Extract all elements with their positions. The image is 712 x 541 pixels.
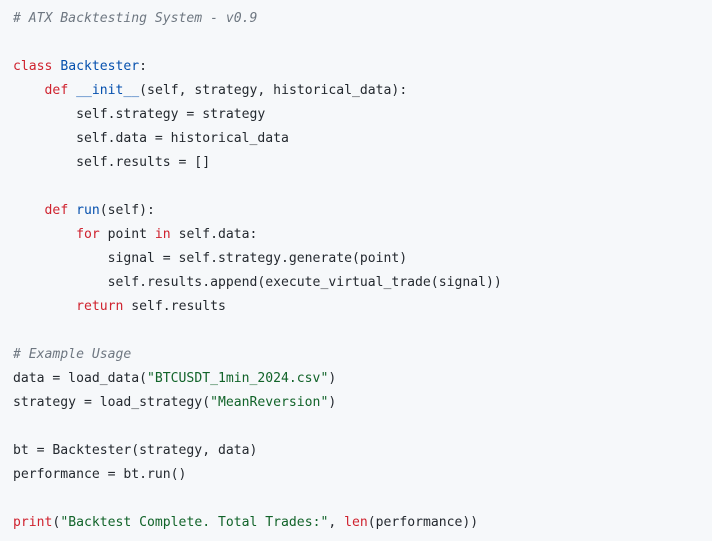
- code-token: [13, 299, 76, 314]
- code-line: [13, 175, 699, 199]
- code-line: # ATX Backtesting System - v0.9: [13, 7, 699, 31]
- code-token: strategy = load_strategy(: [13, 395, 211, 410]
- code-token: self.data:: [170, 227, 258, 242]
- code-token: for: [76, 227, 100, 242]
- code-token: ,: [328, 515, 345, 530]
- code-line: [13, 319, 699, 343]
- code-token: [68, 203, 76, 218]
- code-token: bt = Backtester(strategy, data): [13, 443, 258, 458]
- code-token: # Example Usage: [13, 347, 132, 362]
- code-token: data = load_data(: [13, 371, 148, 386]
- code-token: [68, 83, 76, 98]
- code-token: len: [344, 515, 368, 530]
- code-token: in: [154, 227, 171, 242]
- code-line: strategy = load_strategy("MeanReversion"…: [13, 391, 699, 415]
- code-token: (self, strategy, historical_data):: [139, 83, 408, 98]
- code-line: [13, 415, 699, 439]
- code-token: :: [139, 59, 148, 74]
- code-token: class: [13, 59, 53, 74]
- code-token: [13, 83, 45, 98]
- code-line: self.strategy = strategy: [13, 103, 699, 127]
- code-line: self.results = []: [13, 151, 699, 175]
- code-token: # ATX Backtesting System - v0.9: [13, 11, 258, 26]
- code-line: self.data = historical_data: [13, 127, 699, 151]
- code-token: ): [328, 371, 337, 386]
- code-token: [13, 203, 45, 218]
- code-token: self.data = historical_data: [13, 131, 289, 146]
- code-token: print: [13, 515, 53, 530]
- code-line: def __init__(self, strategy, historical_…: [13, 79, 699, 103]
- code-line: [13, 487, 699, 511]
- code-line: return self.results: [13, 295, 699, 319]
- code-token: (performance)): [367, 515, 479, 530]
- code-line: self.results.append(execute_virtual_trad…: [13, 271, 699, 295]
- code-line: performance = bt.run(): [13, 463, 699, 487]
- code-line: # Example Usage: [13, 343, 699, 367]
- code-token: [13, 227, 76, 242]
- code-token: self.results.append(execute_virtual_trad…: [13, 275, 502, 290]
- code-line: def run(self):: [13, 199, 699, 223]
- code-token: __init__: [76, 83, 140, 98]
- code-token: point: [99, 227, 155, 242]
- code-token: (self):: [99, 203, 155, 218]
- code-token: self.strategy = strategy: [13, 107, 266, 122]
- code-token: "MeanReversion": [210, 395, 329, 410]
- code-token: self.results: [123, 299, 226, 314]
- code-token: "BTCUSDT_1min_2024.csv": [147, 371, 329, 386]
- code-token: def: [44, 83, 69, 98]
- code-token: signal = self.strategy.generate(point): [13, 251, 408, 266]
- code-line: signal = self.strategy.generate(point): [13, 247, 699, 271]
- code-line: for point in self.data:: [13, 223, 699, 247]
- code-line: print("Backtest Complete. Total Trades:"…: [13, 511, 699, 535]
- code-token: performance = bt.run(): [13, 467, 187, 482]
- code-line: data = load_data("BTCUSDT_1min_2024.csv"…: [13, 367, 699, 391]
- code-token: "Backtest Complete. Total Trades:": [60, 515, 329, 530]
- code-line: class Backtester:: [13, 55, 699, 79]
- code-token: return: [76, 299, 124, 314]
- code-token: self.results = []: [13, 155, 211, 170]
- code-token: def: [44, 203, 69, 218]
- code-token: (: [52, 515, 61, 530]
- code-token: Backtester: [60, 59, 140, 74]
- code-token: run: [76, 203, 100, 218]
- code-line: [13, 31, 699, 55]
- code-line: bt = Backtester(strategy, data): [13, 439, 699, 463]
- code-token: ): [328, 395, 337, 410]
